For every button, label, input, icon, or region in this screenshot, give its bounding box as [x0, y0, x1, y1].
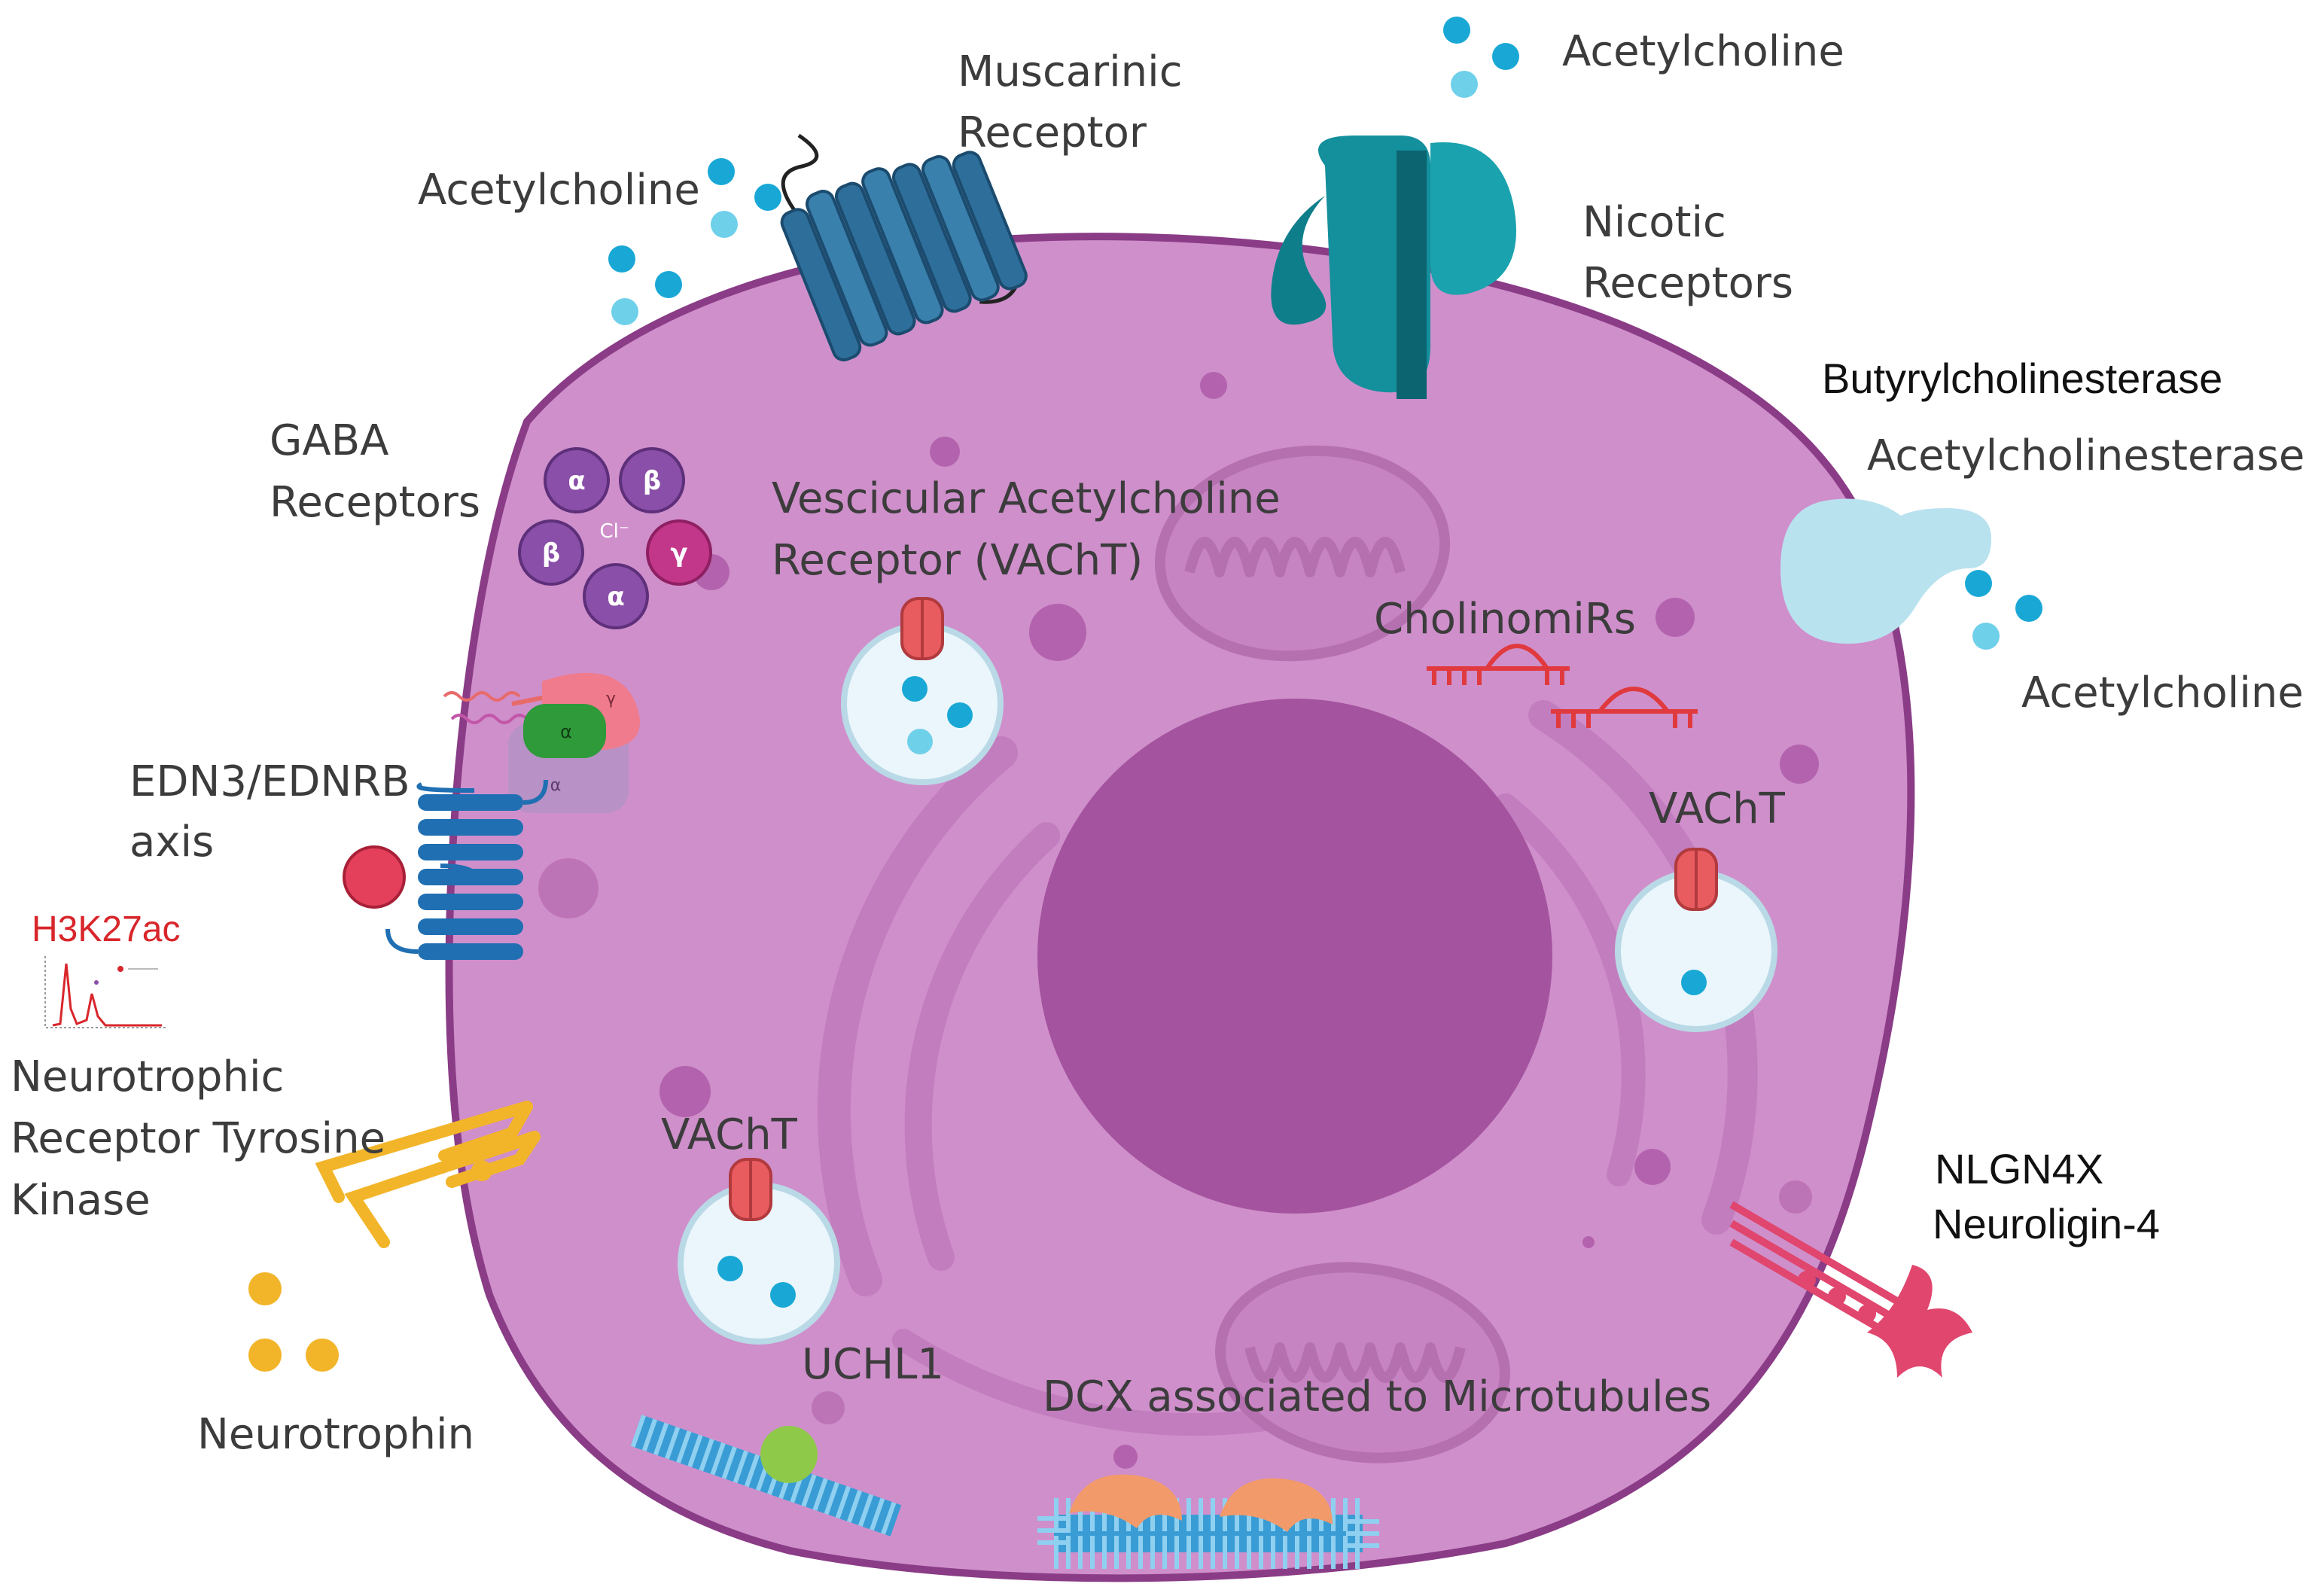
gaba-subunit-alpha-1: α: [568, 466, 585, 496]
vacht-vesicle-bottom: [678, 1158, 840, 1345]
acetylcholine-molecules-right: [1965, 570, 2042, 650]
label-vescicular-line2: Receptor (VAChT): [772, 536, 1144, 585]
acetylcholine-molecules-left: [608, 158, 781, 325]
cholinomir-hairpin-icon-2: [1551, 687, 1698, 728]
label-neurotrophic-line2: Receptor Tyrosine: [11, 1114, 386, 1163]
vacht-vesicle-right: [1615, 848, 1777, 1032]
dcx-protein-icon-1: [1069, 1474, 1182, 1528]
endothelin-ligand-icon: [343, 845, 406, 909]
h3k27ac-plot-icon: [44, 956, 166, 1028]
label-edn3-ednrb-line2: axis: [129, 818, 215, 867]
label-vescicular-line1: Vescicular Acetylcholine: [772, 474, 1281, 523]
chloride-ion-label: Cl⁻: [599, 520, 629, 543]
label-muscarinic-receptor-line1: Muscarinic: [958, 47, 1183, 96]
label-edn3-ednrb-line1: EDN3/EDNRB: [129, 757, 410, 806]
label-neuroligin-4: Neuroligin-4: [1933, 1200, 2160, 1247]
acetylcholine-molecules-top: [1443, 17, 1519, 98]
label-nlgn4x: NLGN4X: [1935, 1145, 2104, 1192]
muscarinic-receptor-icon: [780, 133, 1028, 362]
g-protein-complex-icon: γ α α: [443, 672, 640, 813]
dcx-protein-icon-2: [1220, 1478, 1333, 1532]
edn-subunit-alpha: α: [550, 776, 562, 795]
label-acetylcholinesterase: Acetylcholinesterase: [1867, 431, 2305, 480]
label-vacht-left: VAChT: [661, 1110, 797, 1159]
label-vacht-right: VAChT: [1649, 784, 1785, 833]
gaba-subunit-beta-2: β: [542, 538, 560, 568]
microtubule-dcx-icon: [1037, 1474, 1379, 1569]
label-nicotic-receptors-line1: Nicotic: [1582, 198, 1726, 247]
label-dcx-microtubules: DCX associated to Microtubules: [1043, 1372, 1712, 1421]
neuroligin-4-icon: [1729, 1201, 1972, 1378]
label-uchl1: UCHL1: [802, 1340, 945, 1389]
mitochondrion-bottom: [1215, 1262, 1510, 1464]
acetylcholinesterase-icon: [1780, 498, 1991, 644]
cholinomir-hairpin-icon-1: [1427, 644, 1570, 685]
edn-subunit-alpha-q: α: [560, 721, 572, 742]
gaba-subunit-alpha-2: α: [607, 582, 624, 612]
vacht-vesicle-top: [841, 597, 1004, 785]
label-acetylcholine-right: Acetylcholine: [2021, 669, 2304, 717]
neurotrophin-molecules-icon: [248, 1272, 339, 1372]
label-neurotrophic-line1: Neurotrophic: [11, 1052, 285, 1101]
gaba-subunit-gamma: γ: [670, 538, 687, 568]
ednrb-receptor-icon: [343, 779, 548, 960]
label-h3k27ac: H3K27ac: [32, 909, 181, 949]
uchl1-protein-icon: [760, 1426, 818, 1483]
edn-subunit-gamma: γ: [606, 690, 616, 708]
nicotinic-receptor-icon: [1271, 136, 1516, 399]
gaba-receptor-icon: α β β γ α Cl⁻: [518, 447, 712, 629]
mitochondrion-top: [1154, 445, 1451, 662]
label-acetylcholine-top: Acetylcholine: [1562, 27, 1844, 76]
label-acetylcholine-left: Acetylcholine: [418, 166, 700, 215]
gaba-subunit-beta-1: β: [643, 466, 661, 496]
label-muscarinic-receptor-line2: Receptor: [958, 108, 1147, 157]
label-gaba-receptors-line2: Receptors: [270, 478, 481, 527]
label-nicotic-receptors-line2: Receptors: [1582, 259, 1794, 308]
label-neurotrophic-line3: Kinase: [11, 1176, 151, 1225]
label-neurotrophin: Neurotrophin: [197, 1410, 474, 1459]
label-gaba-receptors-line1: GABA: [270, 416, 389, 465]
label-butyrylcholinesterase: Butyrylcholinesterase: [1822, 355, 2223, 402]
ntrk-receptor-icon: [315, 1101, 541, 1248]
label-cholinomirs: CholinomiRs: [1374, 595, 1636, 644]
microtubule-uchl1-icon: [630, 1415, 902, 1537]
nucleus: [1037, 699, 1552, 1214]
